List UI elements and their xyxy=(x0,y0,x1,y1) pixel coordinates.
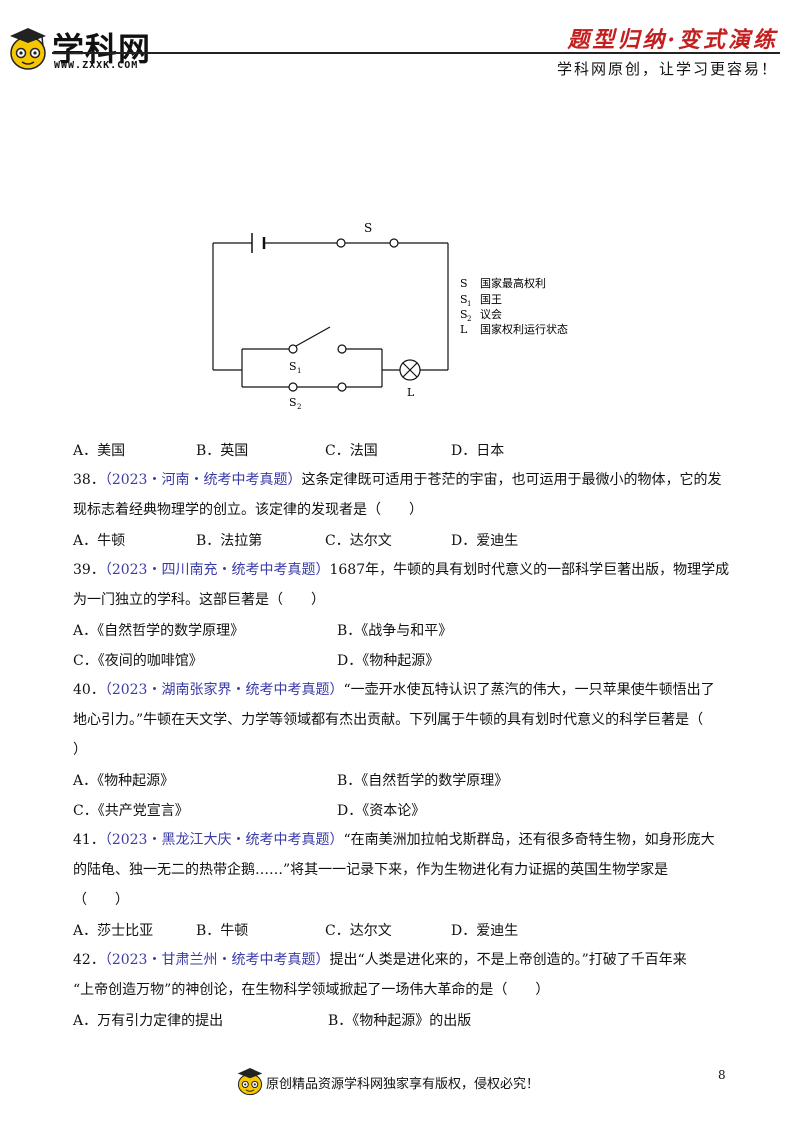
option-a: A．牛顿 xyxy=(73,533,126,549)
question-text: 地心引力。”牛顿在天文学、力学等领域都有杰出贡献。下列属于牛顿的具有划时代意义的… xyxy=(73,712,704,728)
option-d: D．爱迪生 xyxy=(451,533,519,549)
option-c: C．达尔文 xyxy=(325,923,392,939)
legend-text: 国王 xyxy=(480,293,502,306)
logo-face-icon xyxy=(10,28,46,70)
option-b: B．英国 xyxy=(196,443,249,459)
question-text: “上帝创造万物”的神创论，在生物科学领域掀起了一场伟大革命的是（ ） xyxy=(73,982,550,998)
page-header: 学科网 WWW.ZXXK.COM 题型归纳·变式演练 学科网原创，让学习更容易！ xyxy=(0,0,800,90)
option-c: C．《夜间的咖啡馆》 xyxy=(73,653,203,669)
question-source: （2023・湖南张家界・统考中考真题） xyxy=(104,682,344,698)
logo-url: WWW.ZXXK.COM xyxy=(54,60,139,71)
switch-s1-sub: 1 xyxy=(297,367,301,375)
option-a: A．《自然哲学的数学原理》 xyxy=(73,623,245,639)
legend-symbol: L xyxy=(460,323,468,336)
option-a: A．美国 xyxy=(73,443,126,459)
legend-subscript: 1 xyxy=(467,300,471,308)
question-text: ） xyxy=(73,742,87,758)
option-b: B．《战争与和平》 xyxy=(337,623,453,639)
question-number: 42． xyxy=(73,952,105,968)
legend-text: 国家权利运行状态 xyxy=(480,322,568,336)
question-number: 40． xyxy=(73,682,105,698)
question-text: “在南美洲加拉帕戈斯群岛，还有很多奇特生物，如身形庞大 xyxy=(343,832,715,848)
question-source: （2023・黑龙江大庆・统考中考真题） xyxy=(104,832,344,848)
question-source: （2023・四川南充・统考中考真题） xyxy=(104,562,330,578)
switch-s2-sub: 2 xyxy=(297,403,301,411)
logo-text: 学科网 xyxy=(52,30,152,68)
option-b: B．牛顿 xyxy=(196,923,249,939)
option-a: A．万有引力定律的提出 xyxy=(73,1013,224,1029)
question-text: 1687年，牛顿的具有划时代意义的一部科学巨著出版，物理学成 xyxy=(329,562,730,578)
footer-copyright: 原创精品资源学科网独家享有版权，侵权必究！ xyxy=(266,1077,540,1092)
question-source: （2023・河南・统考中考真题） xyxy=(104,472,302,488)
legend-text: 议会 xyxy=(480,308,502,321)
switch-s2-label: S xyxy=(289,396,297,409)
question-number: 41． xyxy=(73,832,105,848)
question-text: （ ） xyxy=(73,892,129,908)
legend-symbol: S xyxy=(460,293,468,306)
question-text: 现标志着经典物理学的创立。该定律的发现者是（ ） xyxy=(73,502,423,518)
lamp-l-label: L xyxy=(407,386,415,399)
question-text: 提出“人类是进化来的，不是上帝创造的。”打破了千百年来 xyxy=(329,952,687,968)
option-a: A．莎士比亚 xyxy=(73,923,154,939)
legend-symbol: S xyxy=(460,277,468,290)
option-b: B．《物种起源》的出版 xyxy=(328,1013,472,1029)
option-a: A．《物种起源》 xyxy=(73,773,175,789)
legend-subscript: 2 xyxy=(467,315,471,323)
option-b: B．《自然哲学的数学原理》 xyxy=(337,773,509,789)
switch-s-label: S xyxy=(364,221,372,235)
option-c: C．法国 xyxy=(325,443,378,459)
question-number: 39． xyxy=(73,562,105,578)
legend-text: 国家最高权利 xyxy=(480,276,546,290)
circuit-diagram: S S 1 S 2 L S 国家最高权利 S 1 国王 S 2 议会 L 国家权… xyxy=(212,221,568,411)
circuit-legend: S 国家最高权利 S 1 国王 S 2 议会 L 国家权利运行状态 xyxy=(460,276,568,336)
footer-logo-face-icon xyxy=(237,1068,263,1096)
option-c: C．达尔文 xyxy=(325,533,392,549)
page-number: 8 xyxy=(718,1068,726,1082)
option-b: B．法拉第 xyxy=(196,533,263,549)
option-d: D．日本 xyxy=(451,443,505,459)
question-text: 这条定律既可适用于苍茫的宇宙，也可运用于最微小的物体，它的发 xyxy=(301,472,722,488)
question-number: 38． xyxy=(73,472,105,488)
question-text: “一壶开水使瓦特认识了蒸汽的伟大，一只苹果使牛顿悟出了 xyxy=(343,682,715,698)
header-slogan-subtitle: 学科网原创，让学习更容易！ xyxy=(556,60,778,78)
legend-symbol: S xyxy=(460,308,468,321)
question-text: 为一门独立的学科。这部巨著是（ ） xyxy=(73,592,325,608)
option-d: D．《资本论》 xyxy=(337,803,426,819)
switch-s1-label: S xyxy=(289,360,297,373)
option-d: D．爱迪生 xyxy=(451,923,519,939)
option-c: C．《共产党宣言》 xyxy=(73,803,189,819)
question-text: 的陆龟、独一无二的热带企鹅……”将其一一记录下来，作为生物进化有力证据的英国生物… xyxy=(73,862,669,878)
option-d: D．《物种起源》 xyxy=(337,653,440,669)
header-divider xyxy=(52,52,780,54)
question-source: （2023・甘肃兰州・统考中考真题） xyxy=(104,952,330,968)
header-slogan-title: 题型归纳·变式演练 xyxy=(567,27,778,53)
